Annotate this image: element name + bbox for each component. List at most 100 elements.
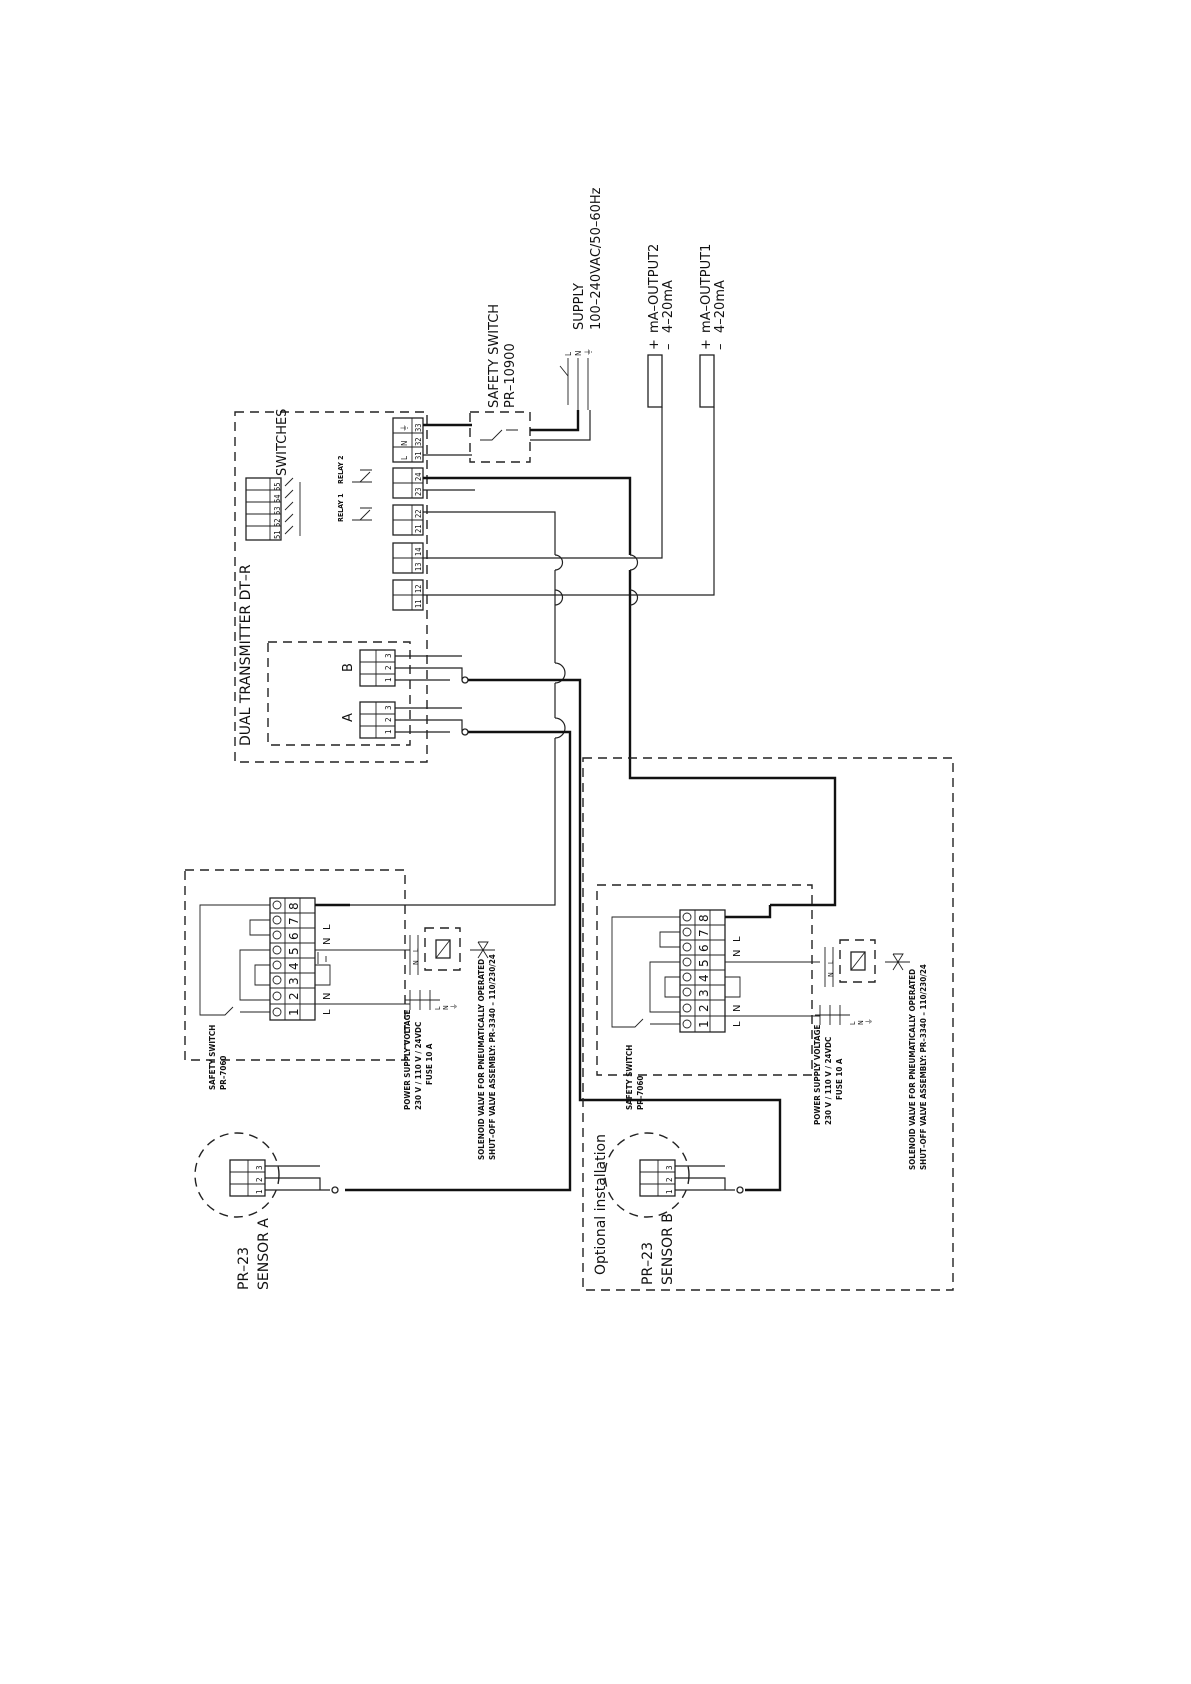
left-terminal-1: 1 xyxy=(287,1008,301,1016)
safety-switch-pr10900-box xyxy=(469,411,531,463)
left-psu-n: N xyxy=(442,1005,450,1010)
right-terminal-n2: N xyxy=(732,950,743,957)
safety-switch-top-label: SAFETY SWITCH xyxy=(487,304,502,408)
supply-spec: 100–240VAC/50–60Hz xyxy=(589,187,604,330)
left-terminal-5: 5 xyxy=(287,947,301,955)
input-a-label: A xyxy=(341,713,356,722)
right-fuse: FUSE 10 A xyxy=(835,1058,844,1100)
left-solenoid-line1: SOLENOID VALVE FOR PNEUMATICALLY OPERATE… xyxy=(477,959,486,1160)
right-solenoid xyxy=(815,947,910,1025)
sensor-b-terminal-2: 2 xyxy=(665,1177,674,1182)
right-safety-switch-label: SAFETY SWITCH xyxy=(625,1045,634,1110)
sensor-b-terminal-3: 3 xyxy=(665,1165,674,1170)
switches-block: 51 52 53 54 55 xyxy=(245,477,301,541)
left-terminal-8: 8 xyxy=(287,902,301,910)
relay1-label: RELAY 1 xyxy=(337,493,345,522)
right-terminal-5: 5 xyxy=(697,959,711,967)
dual-transmitter-label: DUAL TRANSMITTER DT–R xyxy=(238,564,254,746)
left-unit-internal-wiring xyxy=(199,904,410,1016)
right-psu-earth: ⏚ xyxy=(865,1018,873,1025)
terminal-11: 11 xyxy=(414,599,423,608)
b-terminal-3: 3 xyxy=(384,653,393,658)
right-unit-terminal-strip: 1 2 3 4 5 6 7 8 xyxy=(679,909,726,1033)
terminal-14: 14 xyxy=(414,547,423,556)
left-terminal-l: L xyxy=(322,1009,333,1015)
right-terminal-8: 8 xyxy=(697,914,711,922)
right-terminal-1: 1 xyxy=(697,1020,711,1028)
left-psu-earth: ⏚ xyxy=(450,1003,458,1010)
terminal-32-letter: N xyxy=(400,441,409,446)
sensor-b-circle xyxy=(604,1132,690,1218)
terminal-block-23-24: 23 24 xyxy=(392,467,424,499)
sensor-b-terminals: 1 2 3 xyxy=(639,1159,744,1197)
terminal-22: 22 xyxy=(414,509,423,518)
terminal-31-letter: L xyxy=(400,456,409,460)
crossover-hops xyxy=(554,554,639,739)
right-terminal-n: N xyxy=(732,1005,743,1012)
ma-output2-terminal: + – xyxy=(647,339,676,408)
left-unit-enclosure xyxy=(184,869,406,1061)
left-safety-switch-label: SAFETY SWITCH xyxy=(208,1025,217,1090)
ma-output2-minus: – xyxy=(661,344,676,351)
left-unit-terminal-strip: 1 2 3 4 5 6 7 8 xyxy=(269,897,316,1021)
terminal-33-letter: ⏚ xyxy=(400,424,409,432)
right-terminal-3: 3 xyxy=(697,989,711,997)
sensor-a-label: SENSOR A xyxy=(256,1218,272,1290)
input-block-a: 1 2 3 xyxy=(359,701,396,739)
left-terminal-l2: L xyxy=(322,924,333,930)
right-terminal-4: 4 xyxy=(697,974,711,982)
right-terminal-l: L xyxy=(732,1021,743,1027)
ma-output1-terminal: + – xyxy=(699,339,728,408)
switch-terminal-54: 54 xyxy=(273,494,282,503)
right-unit-enclosure xyxy=(596,884,813,1076)
terminal-13: 13 xyxy=(414,562,423,571)
supply-label: SUPPLY xyxy=(572,283,587,330)
switches-label: SWITCHES xyxy=(275,409,290,476)
right-unit-internal-wiring xyxy=(611,916,820,1028)
terminal-31: 31 xyxy=(414,451,423,460)
right-solenoid-line2: SHUT–OFF VALVE ASSEMBLY: PR–3340 – 110/2… xyxy=(919,964,928,1170)
sensor-a-terminal-1: 1 xyxy=(255,1189,264,1194)
left-terminal-7: 7 xyxy=(287,917,301,925)
ma-output1-minus: – xyxy=(713,344,728,351)
left-psu-values: 230 V / 110 V / 24VDC xyxy=(414,1022,423,1110)
terminal-24: 24 xyxy=(414,472,423,481)
left-solenoid-line2: SHUT–OFF VALVE ASSEMBLY: PR–3340 – 110/2… xyxy=(488,954,497,1160)
sensor-a-terminal-2: 2 xyxy=(255,1177,264,1182)
optional-installation-enclosure xyxy=(582,757,954,1291)
switch-terminal-52: 52 xyxy=(273,518,282,527)
supply-terminal-l: L xyxy=(564,352,573,356)
dual-transmitter-enclosure xyxy=(234,411,428,763)
relay1-contact xyxy=(352,507,372,521)
terminal-12: 12 xyxy=(414,584,423,593)
right-safety-switch-pn: PR–7060 xyxy=(636,1076,645,1110)
terminal-block-21-22: 21 22 xyxy=(392,504,424,536)
switch-terminal-53: 53 xyxy=(273,506,282,515)
left-solenoid xyxy=(405,935,495,1010)
right-terminal-7: 7 xyxy=(697,929,711,937)
sensor-a-model: PR–23 xyxy=(236,1247,252,1290)
sensor-a-terminals: 1 2 3 xyxy=(229,1159,339,1197)
right-unit-feed xyxy=(725,905,772,919)
left-psu-l: L xyxy=(434,1006,442,1010)
optional-installation-label: Optional installation xyxy=(593,1134,609,1275)
left-terminal-6: 6 xyxy=(287,932,301,940)
sensor-b-terminal-1: 1 xyxy=(665,1189,674,1194)
left-terminal-2: 2 xyxy=(287,992,301,1000)
sensor-input-cables xyxy=(345,655,782,1192)
left-terminal-3: 3 xyxy=(287,977,301,985)
relay2-contact xyxy=(352,469,372,483)
left-solenoid-box xyxy=(424,927,461,971)
switch-terminal-55: 55 xyxy=(273,482,282,491)
a-terminal-1: 1 xyxy=(384,729,393,734)
left-safety-switch-pn: PR–7060 xyxy=(219,1056,228,1090)
ma-output2-label: mA–OUTPUT2 xyxy=(647,244,662,333)
input-b-label: B xyxy=(341,663,356,672)
top-wiring xyxy=(350,407,837,907)
input-block-b: 1 2 3 xyxy=(359,649,396,687)
right-solenoid-n: N xyxy=(827,972,835,977)
relay2-label: RELAY 2 xyxy=(337,455,345,484)
right-psu-label: POWER SUPPLY VOLTAGE xyxy=(813,1025,822,1126)
